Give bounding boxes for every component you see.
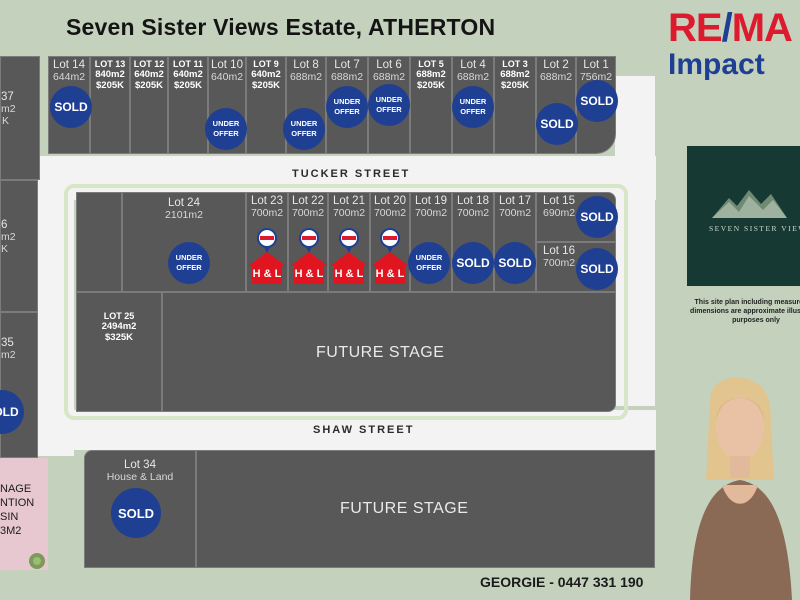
remax-logo: RE/MA Impact xyxy=(668,6,793,81)
house-icon xyxy=(290,252,328,284)
house-icon xyxy=(371,252,409,284)
east-road xyxy=(615,76,655,406)
sold-badge-lot-14: SOLD xyxy=(50,86,92,128)
shaw-street-label: SHAW STREET xyxy=(313,424,415,436)
house-land-marker-lot-23: H & L xyxy=(248,228,286,284)
verge xyxy=(64,184,628,420)
house-land-marker-lot-21: H & L xyxy=(330,228,368,284)
remax-balloon-icon xyxy=(339,228,359,253)
under-offer-badge-lot-10: UNDER OFFER xyxy=(205,108,247,150)
estate-logo-text: SEVEN SISTER VIEW xyxy=(709,224,800,233)
page-title: Seven Sister Views Estate, ATHERTON xyxy=(66,14,496,40)
agent-photo xyxy=(670,360,800,600)
under-offer-badge-lot-19: UNDER OFFER xyxy=(408,242,450,284)
future-stage-bottom-label: FUTURE STAGE xyxy=(340,500,469,517)
under-offer-badge-lot-24: UNDER OFFER xyxy=(168,242,210,284)
disclaimer: This site plan including measure and dim… xyxy=(690,299,800,324)
sold-badge-lot-2: SOLD xyxy=(536,103,578,145)
future-stage-middle-label: FUTURE STAGE xyxy=(316,344,445,361)
remax-balloon-icon xyxy=(257,228,277,253)
drainage-basin xyxy=(0,458,48,570)
under-offer-badge-lot-4: UNDER OFFER xyxy=(452,86,494,128)
sold-badge-lot-15: SOLD xyxy=(576,196,618,238)
contact-line: GEORGIE - 0447 331 190 xyxy=(480,574,644,590)
sold-badge-lot-34: SOLD xyxy=(111,488,161,538)
under-offer-badge-lot-7: UNDER OFFER xyxy=(326,86,368,128)
remax-balloon-icon xyxy=(380,228,400,253)
house-land-marker-lot-20: H & L xyxy=(371,228,409,284)
tucker-street-label: TUCKER STREET xyxy=(292,168,411,180)
remax-balloon-icon xyxy=(299,228,319,253)
under-offer-badge-lot-6: UNDER OFFER xyxy=(368,84,410,126)
house-icon xyxy=(248,252,286,284)
sold-badge-lot-18: SOLD xyxy=(452,242,494,284)
house-land-marker-lot-22: H & L xyxy=(290,228,328,284)
future-stage-bottom xyxy=(196,450,655,568)
under-offer-badge-lot-8: UNDER OFFER xyxy=(283,108,325,150)
tree-icon xyxy=(29,553,45,569)
lot-24-west xyxy=(76,192,122,292)
house-icon xyxy=(330,252,368,284)
estate-logo: SEVEN SISTER VIEW xyxy=(687,146,800,286)
sold-badge-lot-16: SOLD xyxy=(576,248,618,290)
sold-badge-lot-1: SOLD xyxy=(576,80,618,122)
future-stage-middle xyxy=(162,292,616,412)
sold-badge-lot-17: SOLD xyxy=(494,242,536,284)
